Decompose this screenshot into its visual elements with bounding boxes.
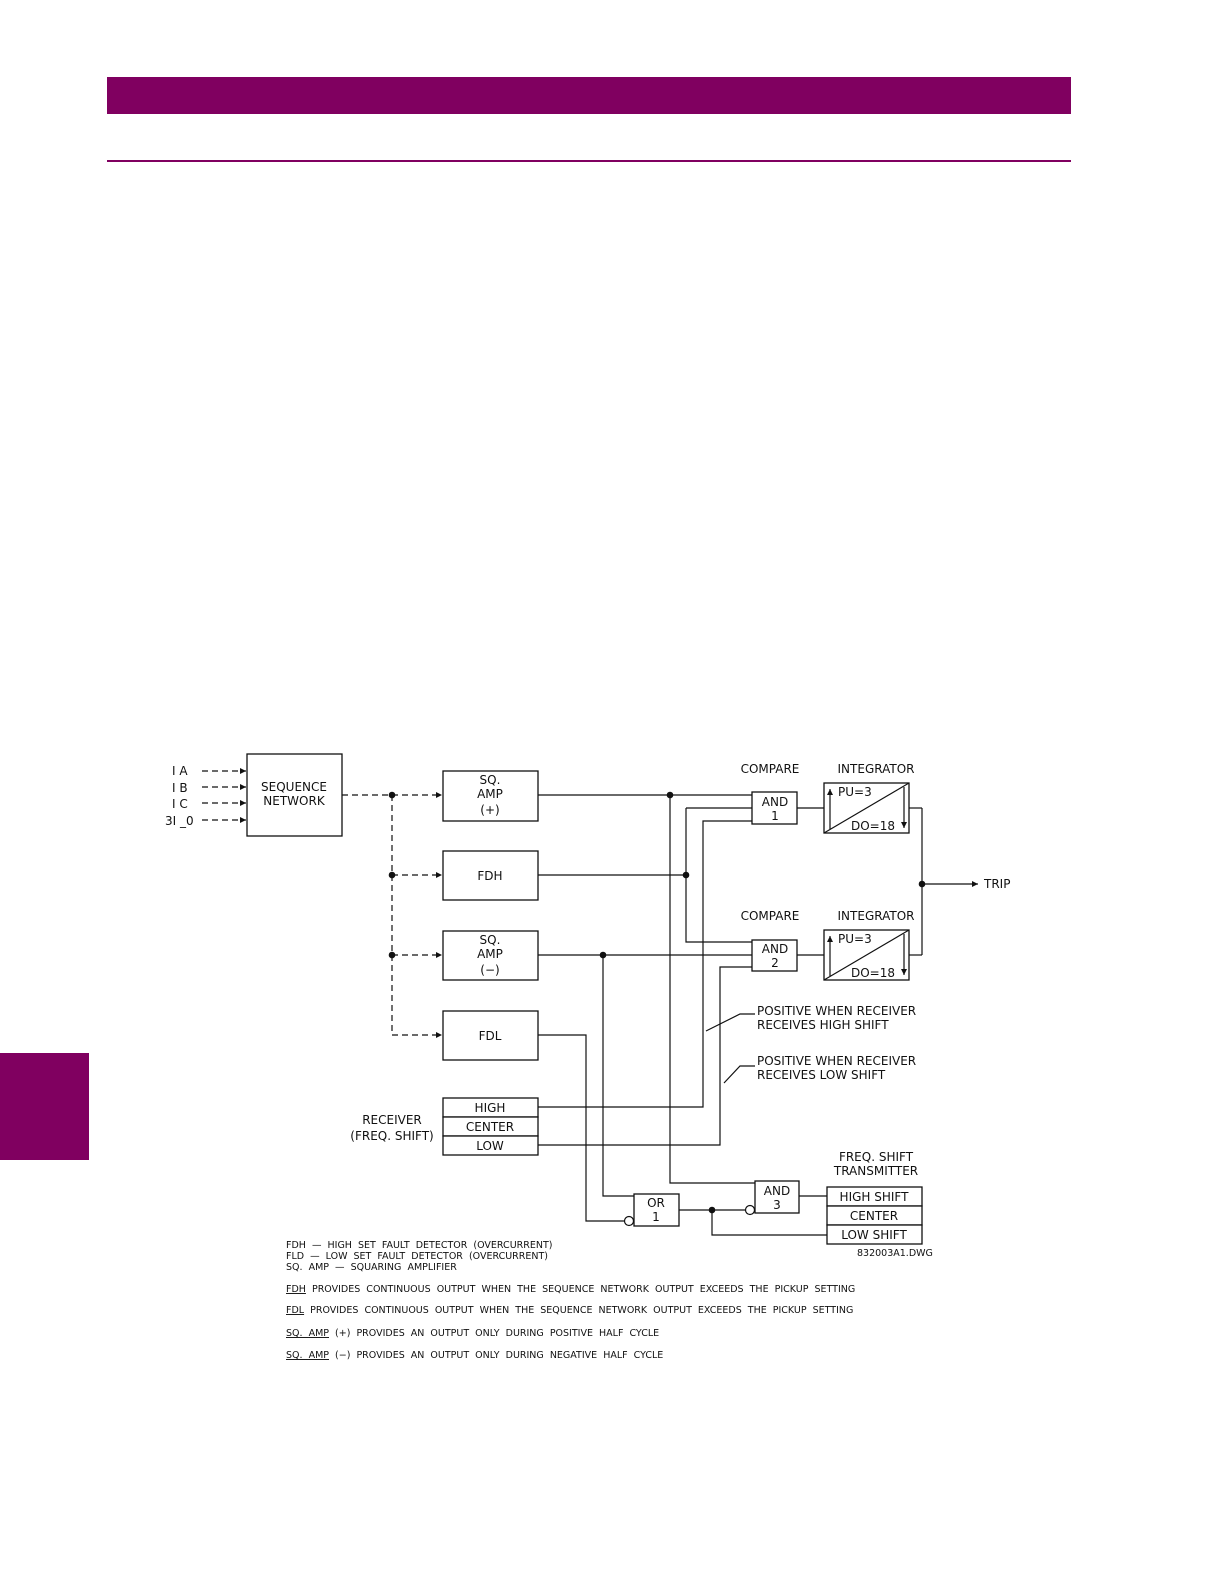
integrator-1-pu: PU=3 <box>838 785 872 799</box>
svg-text:AND: AND <box>762 795 788 809</box>
note-low-line2: RECEIVES LOW SHIFT <box>757 1068 886 1082</box>
signal-wiring <box>538 791 827 1236</box>
compare-label-2: COMPARE <box>741 909 800 923</box>
integrator-2-pu: PU=3 <box>838 932 872 946</box>
freq-shift-transmitter-block: FREQ. SHIFT TRANSMITTER HIGH SHIFT CENTE… <box>826 1150 923 1245</box>
svg-text:AND: AND <box>762 942 788 956</box>
svg-text:3: 3 <box>773 1198 781 1212</box>
svg-text:AMP: AMP <box>477 947 503 961</box>
receiver-block: RECEIVER (FREQ. SHIFT) HIGH CENTER LOW <box>350 1097 539 1156</box>
dashed-distribution-bus <box>342 791 442 1038</box>
receiver-center: CENTER <box>466 1120 514 1134</box>
transmitter-center: CENTER <box>850 1209 898 1223</box>
input-3i0-label: 3I _0 <box>165 814 194 828</box>
or-inverter-bubble <box>623 1215 635 1227</box>
svg-text:SQ.: SQ. <box>480 773 501 787</box>
sq-amp-negative-block: SQ. AMP (−) <box>442 930 539 981</box>
svg-text:(+): (+) <box>480 803 499 817</box>
fdl-block: FDL <box>442 1010 539 1061</box>
legend-note-sq-amp-neg: SQ. AMP (−) PROVIDES AN OUTPUT ONLY DURI… <box>286 1350 663 1361</box>
svg-text:(−): (−) <box>480 963 499 977</box>
svg-text:1: 1 <box>771 809 779 823</box>
input-signals: I A I B I C 3I _0 <box>165 764 246 828</box>
integrator-2-do: DO=18 <box>851 966 895 980</box>
integrator-label-2: INTEGRATOR <box>838 909 915 923</box>
transmitter-high-shift: HIGH SHIFT <box>840 1190 910 1204</box>
integrator-1-do: DO=18 <box>851 819 895 833</box>
compare-label-1: COMPARE <box>741 762 800 776</box>
svg-text:SQ.: SQ. <box>480 933 501 947</box>
svg-text:AMP: AMP <box>477 787 503 801</box>
sequence-network-line2: NETWORK <box>263 794 326 808</box>
trip-output: TRIP <box>797 807 1010 956</box>
integrator-block-1: PU=3 DO=18 <box>823 782 910 834</box>
svg-text:AND: AND <box>764 1184 790 1198</box>
legend: FDH — HIGH SET FAULT DETECTOR (OVERCURRE… <box>286 1240 855 1361</box>
sequence-network-block: SEQUENCE NETWORK <box>246 753 343 837</box>
and-gate-3: AND 3 <box>744 1180 800 1216</box>
input-ib-label: I B <box>172 781 188 795</box>
transmitter-label-line1: FREQ. SHIFT <box>839 1150 914 1164</box>
svg-text:2: 2 <box>771 956 779 970</box>
input-ia-label: I A <box>172 764 188 778</box>
transmitter-label-line2: TRANSMITTER <box>833 1164 918 1178</box>
fdh-block: FDH <box>442 850 539 901</box>
integrator-block-2: PU=3 DO=18 <box>823 929 910 981</box>
header-rule <box>107 160 1071 162</box>
receiver-high: HIGH <box>475 1101 506 1115</box>
legend-note-sq-amp-pos: SQ. AMP (+) PROVIDES AN OUTPUT ONLY DURI… <box>286 1328 659 1339</box>
transmitter-low-shift: LOW SHIFT <box>841 1228 907 1242</box>
receiver-label-line2: (FREQ. SHIFT) <box>350 1129 433 1143</box>
note-high-line1: POSITIVE WHEN RECEIVER <box>757 1004 916 1018</box>
legend-definition-fld: FLD — LOW SET FAULT DETECTOR (OVERCURREN… <box>286 1251 548 1262</box>
drawing-number: 832003A1.DWG <box>857 1248 933 1259</box>
svg-text:FDH: FDH <box>477 869 502 883</box>
receiver-label-line1: RECEIVER <box>362 1113 422 1127</box>
legend-note-fdl: FDL PROVIDES CONTINUOUS OUTPUT WHEN THE … <box>286 1305 853 1316</box>
integrator-label-1: INTEGRATOR <box>838 762 915 776</box>
svg-text:1: 1 <box>652 1210 660 1224</box>
legend-definition-sq-amp: SQ. AMP — SQUARING AMPLIFIER <box>286 1262 457 1273</box>
sq-amp-positive-block: SQ. AMP (+) <box>442 770 539 822</box>
sequence-network-line1: SEQUENCE <box>261 780 327 794</box>
or-gate-1: OR 1 <box>623 1193 680 1227</box>
receiver-low: LOW <box>476 1139 504 1153</box>
chapter-side-tab <box>0 1053 89 1160</box>
note-low-line1: POSITIVE WHEN RECEIVER <box>757 1054 916 1068</box>
input-ic-label: I C <box>172 797 188 811</box>
legend-definition-fdh: FDH — HIGH SET FAULT DETECTOR (OVERCURRE… <box>286 1240 552 1251</box>
trip-label: TRIP <box>983 877 1010 891</box>
and-gate-2: AND 2 <box>751 939 798 972</box>
and3-inverter-bubble <box>744 1204 756 1216</box>
header-bar <box>107 77 1071 114</box>
svg-text:OR: OR <box>647 1196 665 1210</box>
note-high-line2: RECEIVES HIGH SHIFT <box>757 1018 889 1032</box>
svg-text:FDL: FDL <box>479 1029 502 1043</box>
and-gate-1: AND 1 <box>751 791 798 825</box>
legend-note-fdh: FDH PROVIDES CONTINUOUS OUTPUT WHEN THE … <box>286 1284 855 1295</box>
